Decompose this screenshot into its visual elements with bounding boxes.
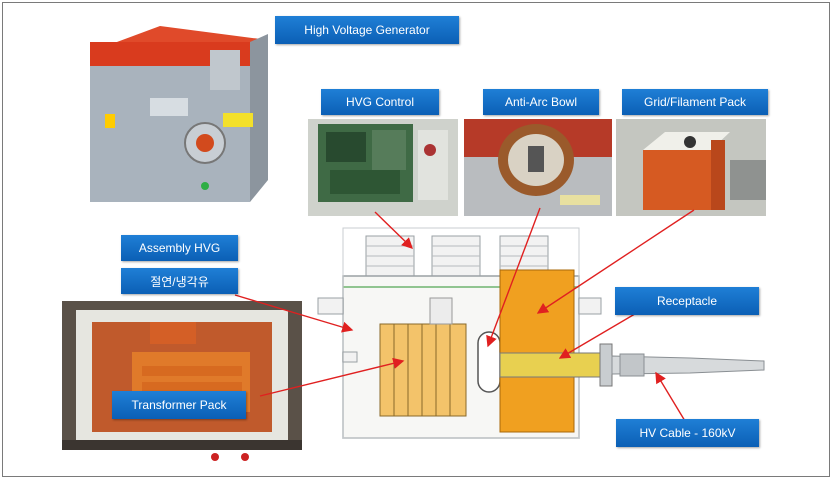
arrow-cable xyxy=(655,371,689,427)
arrow-oil xyxy=(234,294,354,333)
label-anti-arc-bowl: Anti-Arc Bowl xyxy=(483,89,599,115)
label-hv-cable: HV Cable - 160kV xyxy=(616,419,759,447)
arrow-hvg-control xyxy=(374,211,414,249)
label-receptacle: Receptacle xyxy=(615,287,759,315)
arrow-anti-arc xyxy=(486,207,541,348)
label-transformer-pack: Transformer Pack xyxy=(112,391,246,419)
arrow-grid-pack xyxy=(536,209,695,314)
arrow-transformer xyxy=(259,357,405,397)
label-hvg-control: HVG Control xyxy=(321,89,439,115)
label-assembly-hvg: Assembly HVG xyxy=(121,235,238,261)
label-insulation-oil: 절연/냉각유 xyxy=(121,268,238,294)
label-high-voltage-generator: High Voltage Generator xyxy=(275,16,459,44)
label-grid-filament-pack: Grid/Filament Pack xyxy=(622,89,768,115)
arrow-receptacle xyxy=(558,310,641,359)
